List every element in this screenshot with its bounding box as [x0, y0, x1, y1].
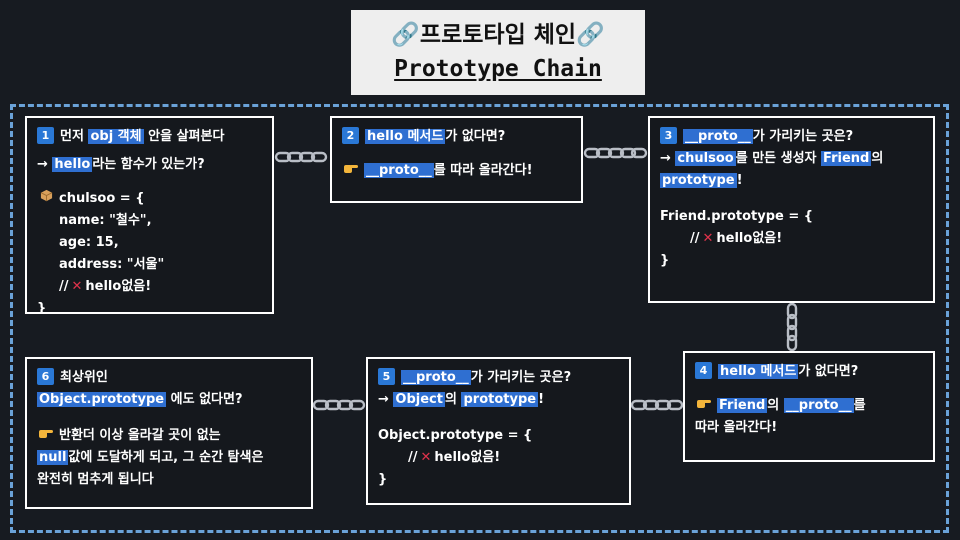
chain-link-icon: [313, 398, 366, 412]
pointing-hand-icon: [37, 425, 55, 447]
cross-mark-icon: ✕: [71, 279, 83, 294]
chain-link-icon: [785, 303, 799, 351]
package-icon: [37, 188, 55, 210]
title-english: Prototype Chain: [394, 56, 602, 82]
chain-link-icon: [583, 146, 648, 160]
step-5-heading: 5__proto__가 가리키는 곳은?: [378, 367, 619, 389]
chain-link-icon: [274, 150, 330, 164]
cross-mark-icon: ✕: [702, 231, 714, 246]
step-1-code: chulsoo = {: [37, 188, 262, 210]
dashed-frame: [10, 104, 949, 533]
step-number-badge: 3: [660, 127, 677, 144]
step-number-badge: 4: [695, 362, 712, 379]
step-number-badge: 5: [378, 368, 395, 385]
cross-mark-icon: ✕: [420, 450, 432, 465]
pointing-hand-icon: [695, 395, 713, 417]
step-number-badge: 6: [37, 368, 54, 385]
title-korean: 🔗프로토타입 체인🔗: [391, 22, 605, 48]
chain-link-icon: [631, 398, 683, 412]
step-number-badge: 1: [37, 127, 54, 144]
step-3-heading: 3__proto__가 가리키는 곳은?: [660, 126, 923, 148]
title-box: 🔗프로토타입 체인🔗 Prototype Chain: [351, 10, 645, 95]
step-number-badge: 2: [342, 127, 359, 144]
pointing-hand-icon: [342, 160, 360, 182]
